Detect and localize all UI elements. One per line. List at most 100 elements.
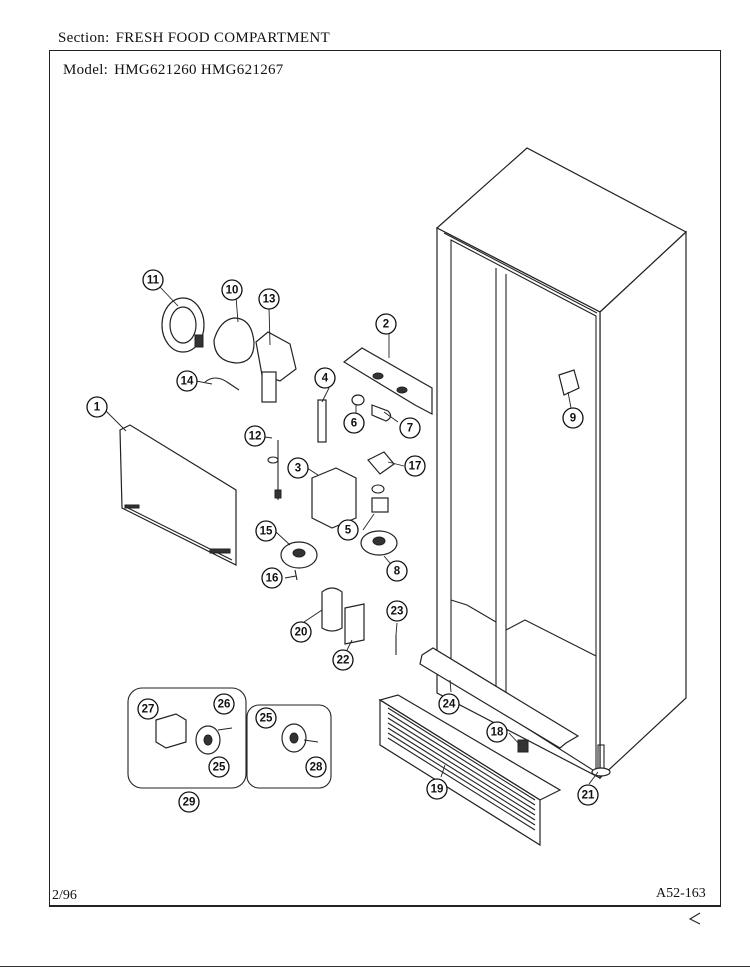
grille-slot [387,737,536,831]
callout-number: 5 [345,525,352,537]
cabinet-drawing [435,147,688,780]
callout-number: 21 [582,790,595,802]
callout-13: 13 [258,288,280,310]
callout-2: 2 [375,313,397,335]
callout-circle [221,279,243,301]
callout-circle [290,621,312,643]
callout-18: 18 [486,721,508,743]
callout-circle [486,721,508,743]
callout-number: 16 [266,573,279,585]
dispenser-parts-drawing [161,297,297,403]
callout-number: 18 [491,727,504,739]
callout-number: 22 [337,655,350,667]
diagram-frame [49,50,721,907]
callout-25: 25 [255,707,277,729]
callout-circle [208,756,230,778]
callout-28: 28 [305,756,327,778]
callout-circle [438,693,460,715]
panel-drawing [119,424,237,566]
callout-circle [287,457,309,479]
callout-number: 19 [431,784,444,796]
callout-3: 3 [287,457,309,479]
callout-21: 21 [577,784,599,806]
section-value: FRESH FOOD COMPARTMENT [115,30,330,46]
callout-number: 20 [295,627,308,639]
callout-1: 1 [86,396,108,418]
model-heading: Model:HMG621260 HMG621267 [63,62,284,79]
callout-number: 28 [310,762,323,774]
callout-number: 3 [295,463,301,475]
callout-circle [577,784,599,806]
callout-16: 16 [261,567,283,589]
callout-24: 24 [438,693,460,715]
callout-8: 8 [386,560,408,582]
handwritten-mark [688,912,701,925]
callout-26: 26 [213,693,235,715]
callout-number: 11 [147,275,160,287]
callout-circle [337,519,359,541]
callout-circle [176,370,198,392]
callout-number: 25 [213,762,226,774]
callout-number: 13 [263,294,276,306]
callout-25: 25 [208,756,230,778]
page-bottom-rule [0,966,750,967]
callout-number: 25 [260,713,273,725]
footer-date: 2/96 [52,888,77,903]
callout-circle [213,693,235,715]
callout-number: 29 [183,797,196,809]
small-parts-drawing [267,394,611,777]
callout-17: 17 [404,455,426,477]
callout-circle [142,269,164,291]
inset-group-drawing [127,687,332,789]
callout-27: 27 [137,698,159,720]
callout-circle [178,791,200,813]
callout-19: 19 [426,778,448,800]
callout-circle [562,407,584,429]
callout-5: 5 [337,519,359,541]
callout-circle [404,455,426,477]
callout-10: 10 [221,279,243,301]
callout-number: 23 [391,606,404,618]
callout-14: 14 [176,370,198,392]
callout-4: 4 [314,367,336,389]
callout-circle [255,707,277,729]
callout-number: 14 [181,376,194,388]
callout-number: 8 [394,566,401,578]
callout-circle [244,425,266,447]
grille-slot [387,722,536,816]
model-label: Model: [63,62,109,78]
callout-number: 15 [260,526,273,538]
callout-11: 11 [142,269,164,291]
callout-circle [261,567,283,589]
footer-rule [49,905,721,906]
grille-slot [387,717,536,811]
footer-page-code: A52-163 [656,886,706,901]
callout-number: 6 [351,418,357,430]
callout-15: 15 [255,520,277,542]
callout-number: 1 [94,402,101,414]
callout-circle [386,560,408,582]
grille-slot [387,712,536,806]
callout-circle [332,649,354,671]
callout-number: 24 [443,699,456,711]
callout-12: 12 [244,425,266,447]
callout-20: 20 [290,621,312,643]
callout-circle [255,520,277,542]
section-label: Section: [58,30,110,46]
grille-slot [387,732,536,826]
section-heading: Section: FRESH FOOD COMPARTMENT [58,30,330,47]
callout-circle [258,288,280,310]
rail-drawing [419,647,580,749]
callout-number: 7 [407,423,413,435]
callout-circle [399,417,421,439]
callout-7: 7 [399,417,421,439]
callout-number: 9 [570,413,576,425]
callout-9: 9 [562,407,584,429]
callout-circle [426,778,448,800]
callout-circle [86,396,108,418]
callout-number: 26 [218,699,231,711]
callout-number: 2 [383,319,389,331]
callout-circle [375,313,397,335]
